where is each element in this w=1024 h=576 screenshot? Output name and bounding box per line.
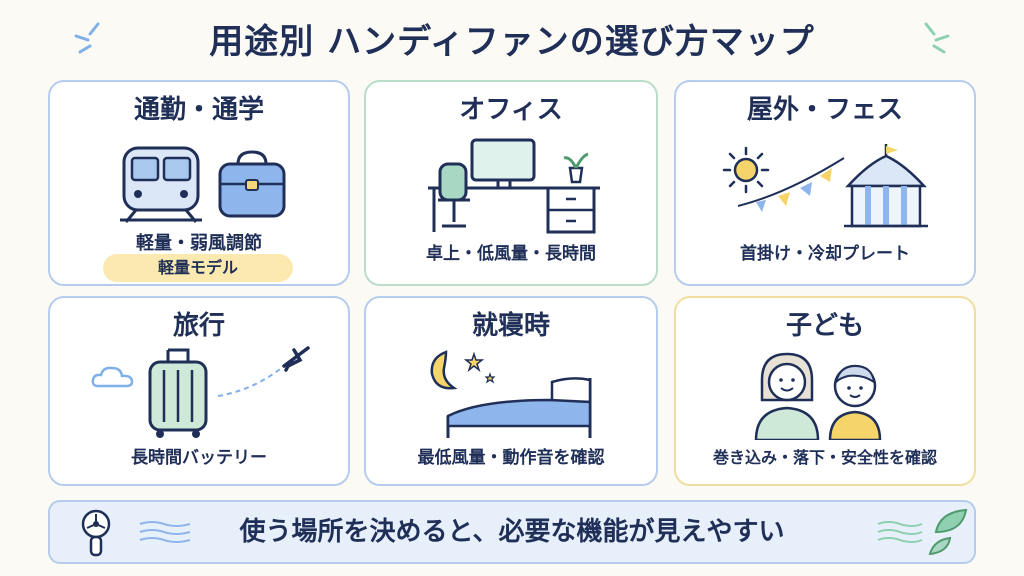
cloud-icon xyxy=(91,366,134,388)
tent-icon xyxy=(844,144,928,228)
bed-icon xyxy=(446,377,592,438)
card-feature: 軽量・弱風調節 xyxy=(136,233,262,254)
card-feature: 巻き込み・落下・安全性を確認 xyxy=(712,448,937,467)
card-title: 子ども xyxy=(785,311,864,341)
plane-icon xyxy=(217,346,310,397)
child-icon xyxy=(828,364,882,440)
handy-fan-icon xyxy=(81,509,111,557)
card-office: オフィス 卓上・低風量・長時間 xyxy=(364,80,658,286)
card-feature: 卓上・低風量・長時間 xyxy=(426,244,596,264)
card-outdoor: 屋外・フェス 首掛け・冷却プレート xyxy=(674,80,976,286)
card-travel: 旅行 長時間バッテリー xyxy=(48,296,350,486)
bag-icon xyxy=(218,150,286,218)
sparkle-icon xyxy=(74,22,100,54)
card-feature: 最低風量・動作音を確認 xyxy=(417,448,605,468)
card-bedtime: 就寝時 最低風量・動作音を確認 xyxy=(364,296,658,486)
footer-banner: 使う場所を決めると、必要な機能が見えやすい xyxy=(48,500,976,564)
recommend-badge: 軽量モデル xyxy=(103,254,293,282)
card-title: オフィス xyxy=(459,95,563,125)
card-title: 就寝時 xyxy=(471,311,550,341)
card-title: 屋外・フェス xyxy=(746,95,903,125)
bunting-icon xyxy=(737,157,845,212)
train-icon xyxy=(120,146,202,223)
sun-icon xyxy=(722,146,770,194)
moon-icon xyxy=(430,350,496,390)
card-feature: 首掛け・冷却プレート xyxy=(740,244,910,264)
desk-icon xyxy=(428,138,600,234)
card-feature: 長時間バッテリー xyxy=(131,448,267,468)
wind-icon xyxy=(877,521,923,543)
card-commute: 通勤・通学 軽量・弱風調節 軽量モデル xyxy=(48,80,350,286)
wind-icon xyxy=(139,521,191,543)
suitcase-icon xyxy=(148,348,208,438)
parent-icon xyxy=(754,352,820,440)
sparkle-icon xyxy=(924,22,950,54)
card-kids: 子ども 巻き込み・落下・安全性を確認 xyxy=(674,296,976,486)
leaf-icon xyxy=(928,508,968,556)
card-title: 旅行 xyxy=(172,311,225,341)
footer-message: 使う場所を決めると、必要な機能が見えやすい xyxy=(239,517,785,547)
page-title: 用途別 ハンディファンの選び方マップ xyxy=(209,22,815,62)
card-title: 通勤・通学 xyxy=(133,95,264,125)
